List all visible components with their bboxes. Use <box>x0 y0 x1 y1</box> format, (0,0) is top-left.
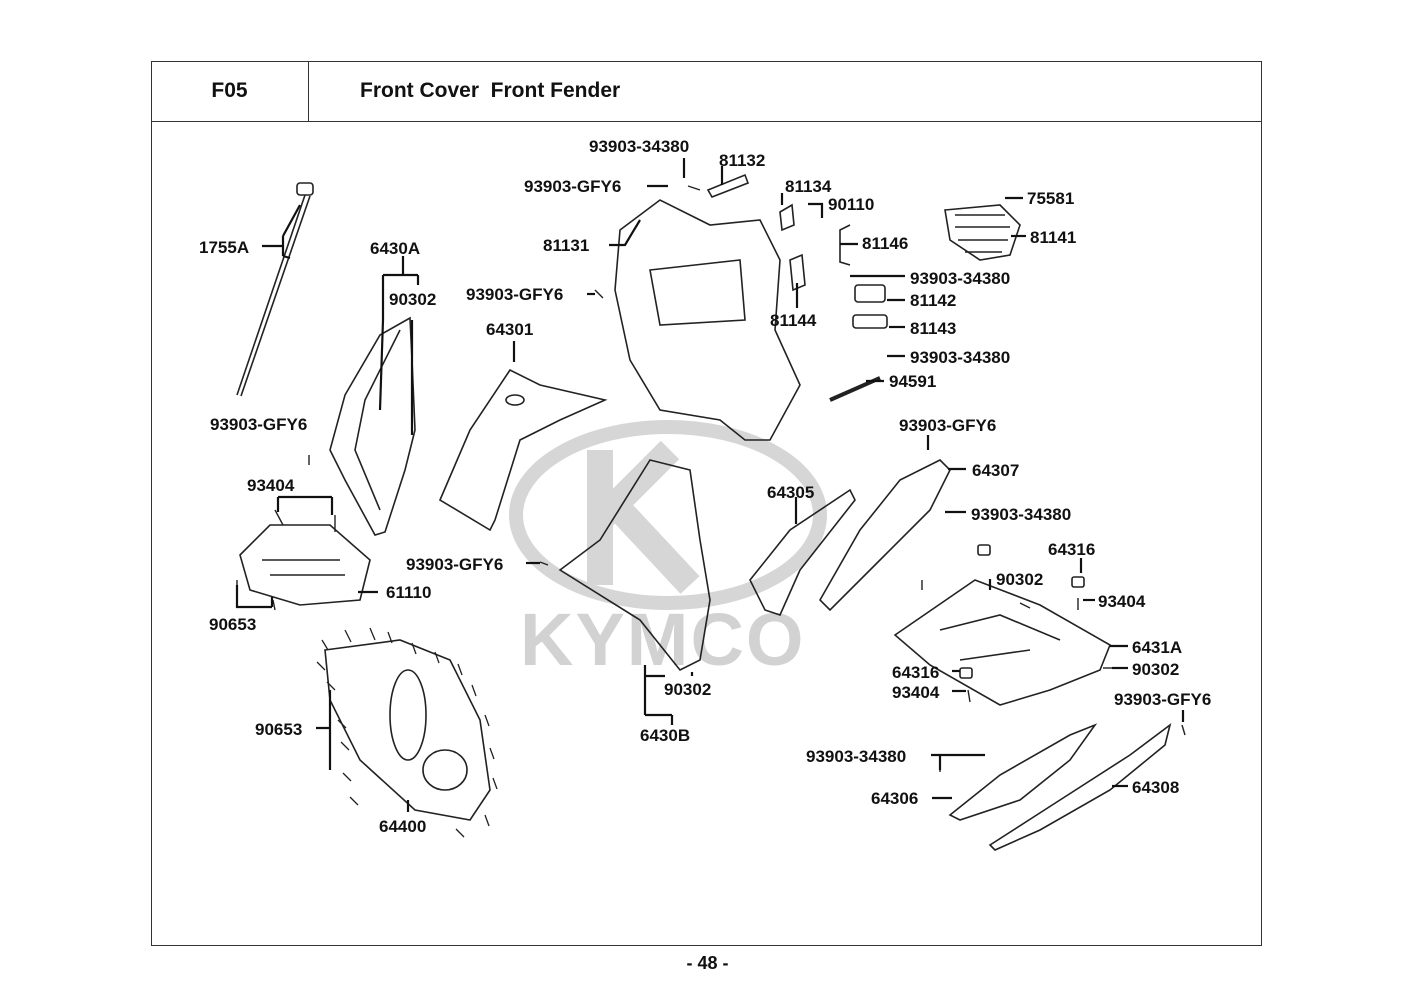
part-64307-panel <box>819 459 951 612</box>
leader-lines <box>235 158 1185 812</box>
label-93903-GFY6-mid: 93903-GFY6 <box>466 285 563 304</box>
part-81142-clip <box>854 284 886 303</box>
label-6431A: 6431A <box>1132 638 1182 657</box>
part-labels: 1755A 6430A 90302 93903-GFY6 93404 61110… <box>199 137 1211 836</box>
page-title: Front Cover Front Fender <box>309 61 1262 122</box>
part-81131-inner-shield <box>614 199 801 441</box>
label-93903-GFY6-center: 93903-GFY6 <box>406 555 503 574</box>
part-64400-inner-cover <box>324 639 491 821</box>
label-93903-GFY6-bottom-right: 93903-GFY6 <box>1114 690 1211 709</box>
label-81144: 81144 <box>770 311 817 330</box>
label-90302-right-low: 90302 <box>1132 660 1179 679</box>
part-64305-panel <box>749 488 856 616</box>
part-64301-front-panel <box>438 368 608 532</box>
label-81146: 81146 <box>862 234 908 253</box>
label-90302-center: 90302 <box>664 680 711 699</box>
section-code: F05 <box>151 61 309 122</box>
label-90653-lower: 90653 <box>255 720 302 739</box>
label-93903-34380-r2: 93903-34380 <box>910 348 1010 367</box>
part-81141-grille <box>944 204 1021 261</box>
label-61110: 61110 <box>386 583 431 602</box>
label-64308: 64308 <box>1132 778 1179 797</box>
label-64305: 64305 <box>767 483 814 502</box>
part-81143-clip <box>852 314 888 329</box>
label-75581: 75581 <box>1027 189 1074 208</box>
label-64307: 64307 <box>972 461 1019 480</box>
label-64306: 64306 <box>871 789 918 808</box>
label-64316-top: 64316 <box>1048 540 1095 559</box>
label-93903-34380-r3: 93903-34380 <box>971 505 1071 524</box>
label-93404-left: 93404 <box>247 476 295 495</box>
label-64301: 64301 <box>486 320 533 339</box>
label-90302-left: 90302 <box>389 290 436 309</box>
label-81142: 81142 <box>910 291 956 310</box>
part-61110-bracket <box>239 524 371 606</box>
label-81132: 81132 <box>719 151 765 170</box>
label-93903-34380-r1: 93903-34380 <box>910 269 1010 288</box>
label-93903-34380-top: 93903-34380 <box>589 137 689 156</box>
label-93903-34380-bottom: 93903-34380 <box>806 747 906 766</box>
label-93903-GFY6-top: 93903-GFY6 <box>524 177 621 196</box>
label-81143: 81143 <box>910 319 956 338</box>
part-6430A-side-cover <box>329 316 416 536</box>
part-6431A-floor-board <box>893 579 1112 706</box>
label-90110: 90110 <box>828 195 874 214</box>
label-81141: 81141 <box>1030 228 1076 247</box>
part-6430B-side-cover <box>558 459 711 672</box>
part-64306-side-trim <box>948 723 1098 821</box>
label-81134: 81134 <box>785 177 832 196</box>
watermark-text: KYMCO <box>520 598 805 681</box>
label-1755A: 1755A <box>199 238 249 257</box>
label-93903-GFY6-right: 93903-GFY6 <box>899 416 996 435</box>
part-81146-handle <box>839 224 851 266</box>
part-81144-trim <box>789 253 806 292</box>
page-number: - 48 - <box>686 953 729 973</box>
label-64316-low: 64316 <box>892 663 939 682</box>
part-1755A-rod <box>236 182 314 397</box>
label-81131: 81131 <box>543 236 589 255</box>
label-90302-right-top: 90302 <box>996 570 1043 589</box>
diagram-frame <box>151 61 1262 946</box>
label-6430B: 6430B <box>640 726 690 745</box>
label-94591: 94591 <box>889 372 936 391</box>
part-64308-side-trim <box>988 723 1172 851</box>
part-drawings <box>236 173 1186 851</box>
label-6430A: 6430A <box>370 239 420 258</box>
page-title-text: Front Cover Front Fender <box>360 79 621 102</box>
part-81132-bracket <box>706 173 750 198</box>
label-93404-right: 93404 <box>1098 592 1146 611</box>
label-64400: 64400 <box>379 817 426 836</box>
part-81134-knob <box>779 203 795 232</box>
label-90653-upper: 90653 <box>209 615 256 634</box>
label-93903-GFY6-left: 93903-GFY6 <box>210 415 307 434</box>
label-93404-right-low: 93404 <box>892 683 940 702</box>
